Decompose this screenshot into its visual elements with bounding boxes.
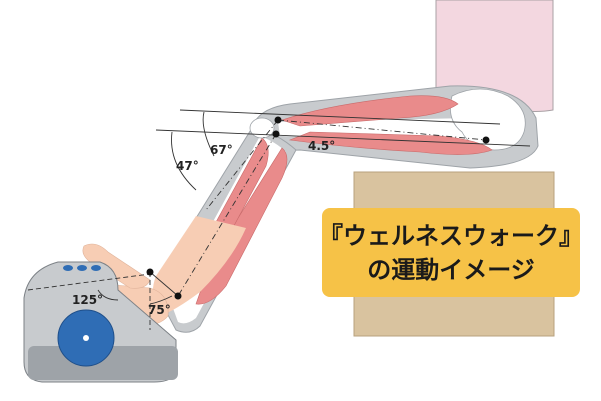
angle-label-75: 75° (148, 303, 171, 317)
device-buttons (63, 265, 101, 271)
angle-label-67: 67° (210, 143, 233, 157)
caption-title-line1: 『ウェルネスウォーク』 (319, 221, 583, 250)
toes (82, 243, 151, 289)
quadriceps-muscle (281, 95, 459, 127)
angle-reference-lines (27, 109, 531, 330)
angle-label-125: 125° (72, 293, 103, 307)
angle-label-4-5: 4.5° (308, 139, 335, 153)
joint-points (146, 116, 490, 300)
device-wheel-hub (83, 335, 89, 341)
caption-box: 『ウェルネスウォーク』 の運動イメージ (319, 208, 583, 297)
angle-label-47: 47° (176, 159, 199, 173)
lower-leg-skin (152, 216, 246, 316)
caption-title-line2: の運動イメージ (367, 255, 535, 284)
